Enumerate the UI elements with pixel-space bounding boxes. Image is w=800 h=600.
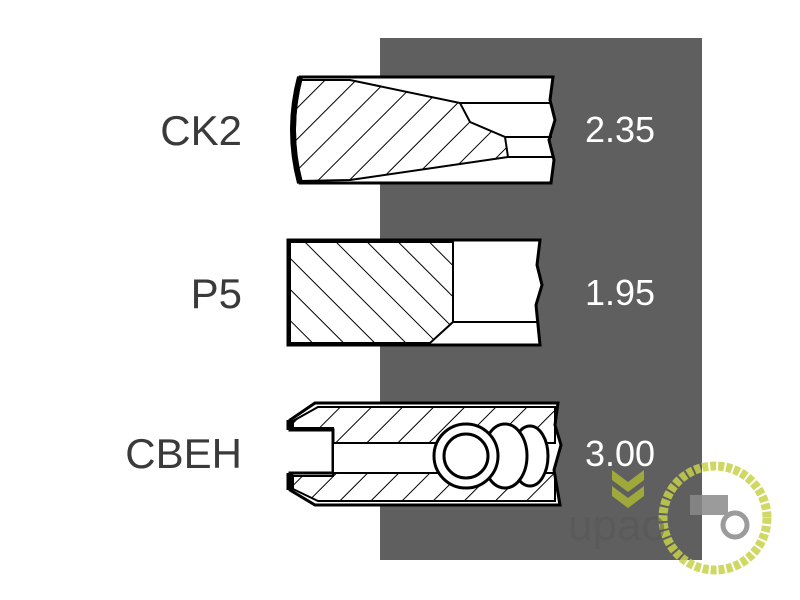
ring-thickness-cbeh: 3.00	[585, 433, 656, 474]
ring-cbeh-section	[286, 401, 563, 507]
svg-text:upao: upao	[568, 501, 666, 550]
ring-ck2-section	[290, 75, 557, 185]
watermark-logo: upao	[568, 461, 772, 575]
ring-label-ck2: CK2	[160, 107, 242, 154]
ring-p5-section	[286, 238, 544, 347]
ring-thickness-p5: 1.95	[585, 272, 656, 313]
ring-label-p5: P5	[190, 270, 242, 317]
ring-thickness-ck2: 2.35	[585, 109, 656, 150]
ring-label-cbeh: CBEH	[125, 430, 242, 477]
